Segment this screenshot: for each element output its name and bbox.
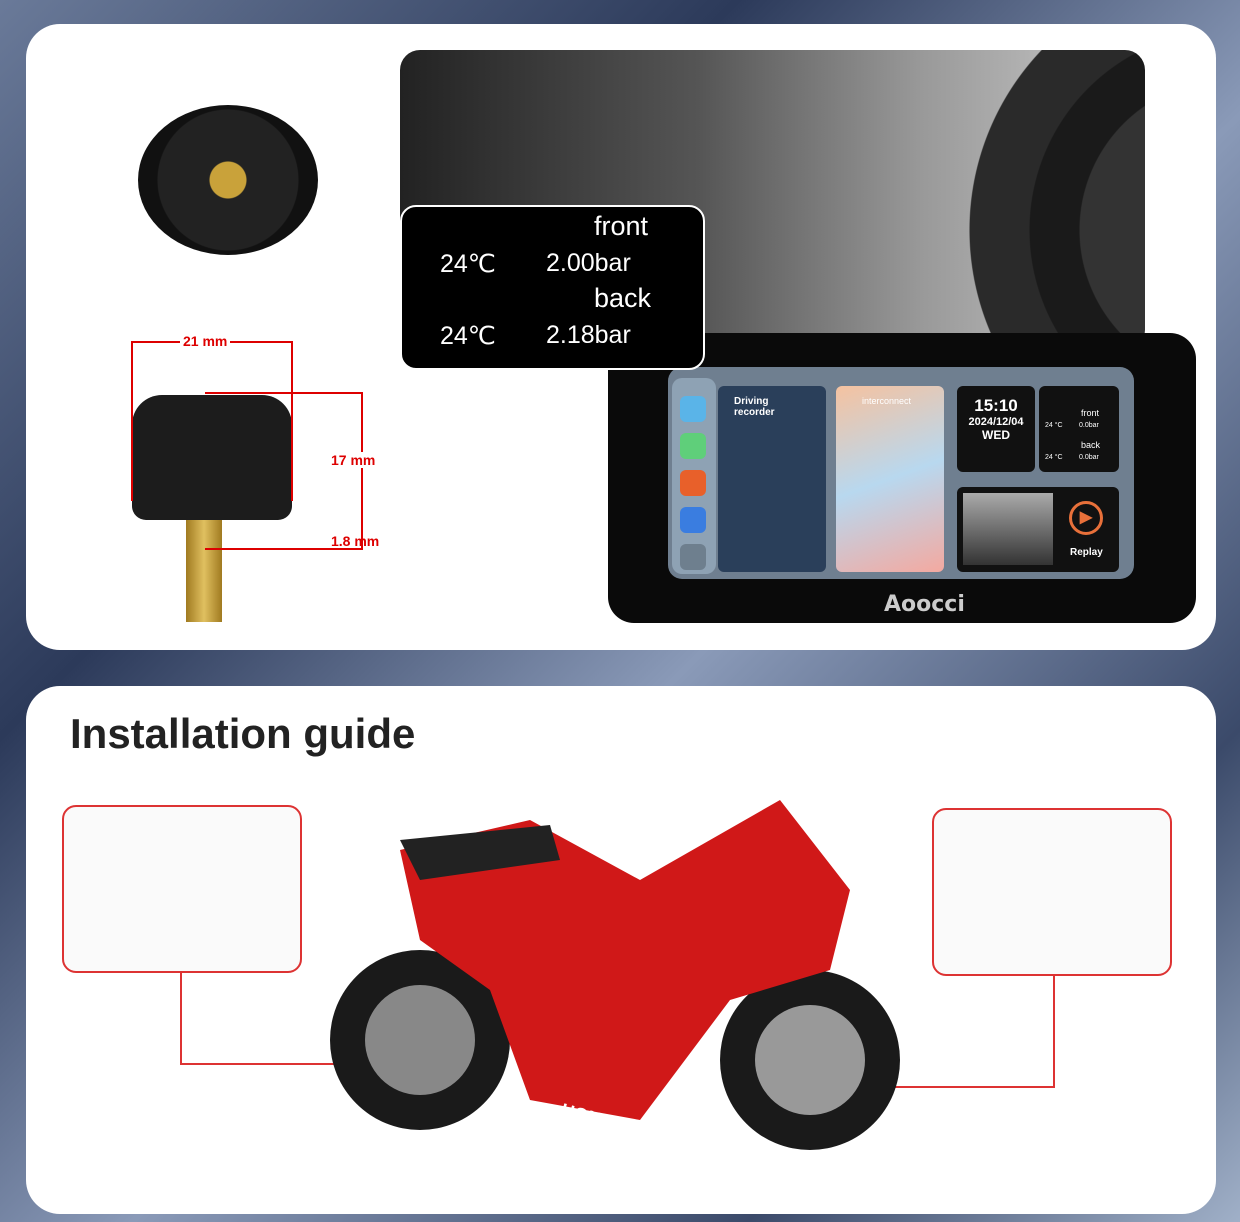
brightness-icon[interactable]: [680, 433, 706, 459]
interconnect-tile[interactable]: interconnect: [836, 386, 944, 572]
tile-front-temp: 24 °C: [1045, 422, 1063, 429]
guide-title: Installation guide: [70, 710, 416, 757]
rear-connector-line: [180, 973, 380, 1065]
front-pressure: 2.00bar: [546, 249, 631, 277]
front-valve-detail: [932, 808, 1172, 976]
interconnect-label: interconnect: [862, 396, 912, 406]
clock-time: 15:10: [974, 396, 1018, 415]
driving-recorder-tile[interactable]: Driving recorder: [718, 386, 826, 572]
rear-disc: [365, 985, 475, 1095]
tile-back-label: back: [1081, 440, 1101, 450]
back-label: back: [594, 283, 652, 313]
brand-logo: Aoocci: [884, 592, 965, 617]
play-icon[interactable]: ▶: [1069, 501, 1103, 535]
bike-body: [400, 800, 850, 1120]
tile-front-label: front: [1081, 408, 1100, 418]
clock-weekday: WED: [982, 428, 1010, 442]
front-temp: 24℃: [440, 250, 496, 278]
width-label: 21 mm: [180, 333, 231, 349]
clock-date: 2024/12/04: [968, 416, 1024, 428]
tpms-readout-overlay: front 24℃ 2.00bar back 24℃ 2.18bar: [400, 205, 705, 370]
tile-back-pressure: 0.0bar: [1079, 454, 1099, 461]
device-sidebar: [672, 378, 716, 574]
settings-icon[interactable]: [680, 544, 706, 570]
tile-front-pressure: 0.0bar: [1079, 422, 1099, 429]
height-dimension-line: [205, 392, 363, 550]
bluetooth-icon[interactable]: [680, 507, 706, 533]
home-icon[interactable]: [680, 396, 706, 422]
bike-seat: [400, 825, 560, 880]
valve-stem: [186, 520, 222, 622]
replay-tile[interactable]: ▶ Replay: [957, 487, 1119, 572]
tile-back-temp: 24 °C: [1045, 454, 1063, 461]
thread-label: 1.8 mm: [331, 533, 380, 549]
back-pressure: 2.18bar: [546, 321, 631, 349]
tpms-sensor-side-image: [132, 395, 292, 520]
motorcycle-image: HONDA: [330, 800, 900, 1150]
clock-tile: 15:10 2024/12/04 WED: [957, 386, 1035, 472]
tpms-tile: front 24 °C 0.0bar back 24 °C 0.0bar: [1039, 386, 1119, 472]
driving-recorder-label: Driving recorder: [734, 396, 775, 418]
replay-label: Replay: [1070, 547, 1103, 558]
front-disc: [755, 1005, 865, 1115]
volume-icon[interactable]: [680, 470, 706, 496]
tpms-sensor-top-image: [138, 105, 318, 255]
replay-thumbnail: [963, 493, 1053, 565]
rear-valve-detail: [62, 805, 302, 973]
height-label: 17 mm: [328, 452, 379, 468]
front-connector-line: [875, 976, 1055, 1088]
front-label: front: [594, 211, 649, 241]
back-temp: 24℃: [440, 322, 496, 350]
